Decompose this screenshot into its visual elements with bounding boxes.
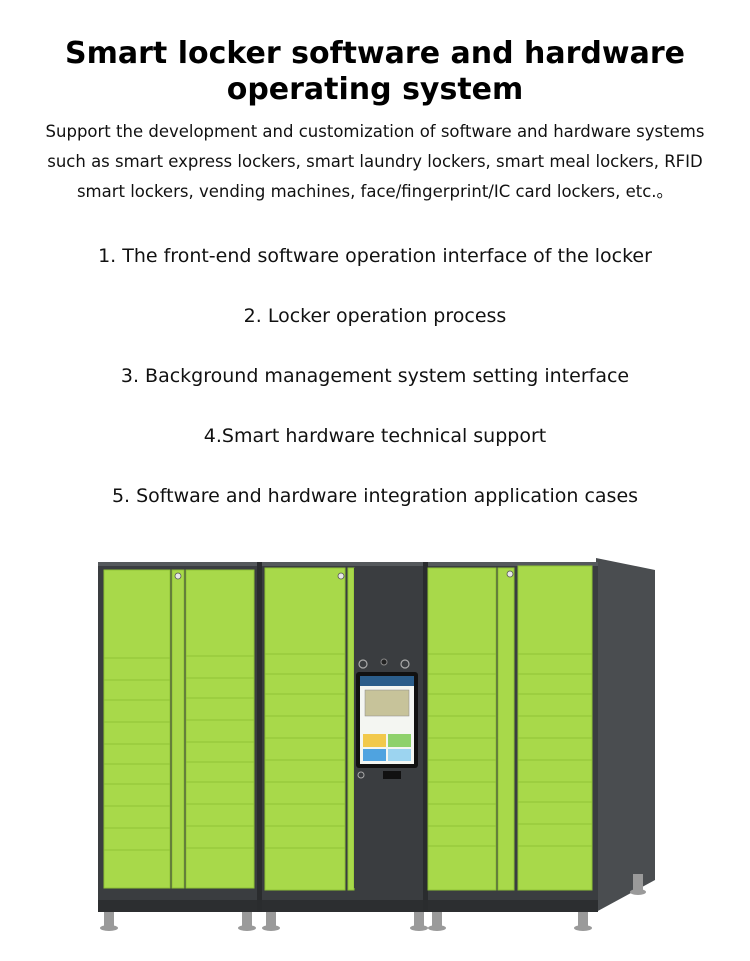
locker-door bbox=[517, 845, 593, 891]
card-reader bbox=[383, 771, 401, 779]
locker-door bbox=[517, 759, 593, 783]
lock-keyhole-icon bbox=[357, 771, 365, 779]
door-lock-icon bbox=[337, 572, 345, 580]
locker-door bbox=[517, 653, 593, 675]
locker-door bbox=[103, 699, 171, 723]
locker-door bbox=[427, 693, 497, 717]
locker-door bbox=[427, 781, 497, 805]
locker-door bbox=[185, 781, 255, 805]
locker-door bbox=[264, 781, 346, 805]
screen-tile-query bbox=[388, 749, 411, 761]
locker-door bbox=[264, 759, 346, 783]
locker-door bbox=[103, 657, 171, 681]
door-lock-icon bbox=[174, 572, 182, 580]
locker-door bbox=[103, 827, 171, 851]
locker-doors bbox=[103, 565, 593, 891]
locker-door bbox=[517, 801, 593, 825]
locker-door bbox=[264, 693, 346, 717]
locker-door bbox=[427, 845, 497, 891]
locker-separator-2 bbox=[423, 562, 428, 912]
locker-door bbox=[427, 673, 497, 695]
locker-door bbox=[517, 715, 593, 739]
title-line-1: Smart locker software and hardware bbox=[65, 36, 685, 71]
locker-side-panel bbox=[596, 558, 655, 912]
locker-door bbox=[103, 679, 171, 701]
locker-door bbox=[264, 653, 346, 675]
locker-door bbox=[185, 677, 255, 699]
locker-door bbox=[264, 803, 346, 827]
locker-door bbox=[517, 565, 593, 655]
locker-illustration bbox=[98, 558, 655, 931]
locker-door bbox=[264, 715, 346, 739]
feature-item-4: 4.Smart hardware technical support bbox=[203, 425, 547, 447]
subtitle-line-3: smart lockers, vending machines, face/fi… bbox=[76, 182, 674, 201]
locker-door bbox=[185, 569, 255, 657]
locker-door bbox=[517, 737, 593, 761]
locker-door bbox=[103, 743, 171, 765]
locker-door bbox=[264, 847, 346, 891]
locker-door bbox=[185, 847, 255, 889]
feature-item-5: 5. Software and hardware integration app… bbox=[111, 485, 639, 507]
locker-base bbox=[98, 900, 598, 912]
locker-door bbox=[264, 567, 346, 655]
locker-door bbox=[264, 673, 346, 695]
locker-door bbox=[497, 567, 515, 891]
locker-door bbox=[185, 719, 255, 743]
locker-screen-panel bbox=[354, 568, 420, 888]
subtitle-line-1: Support the development and customizatio… bbox=[45, 122, 705, 141]
locker-door bbox=[517, 673, 593, 695]
title-line-2: operating system bbox=[226, 72, 524, 107]
camera-icon bbox=[380, 658, 388, 666]
locker-door bbox=[103, 721, 171, 745]
locker-door bbox=[517, 823, 593, 847]
screen-tile-deliver bbox=[363, 734, 386, 747]
locker-door bbox=[264, 825, 346, 849]
locker-door bbox=[103, 569, 171, 659]
locker-door bbox=[517, 781, 593, 803]
locker-separator-1 bbox=[257, 562, 262, 912]
locker-door bbox=[427, 759, 497, 783]
locker-door bbox=[185, 697, 255, 721]
locker-door bbox=[427, 737, 497, 761]
locker-door bbox=[103, 763, 171, 785]
locker-door bbox=[185, 741, 255, 763]
locker-door bbox=[347, 567, 355, 891]
locker-door bbox=[264, 737, 346, 761]
page-title: Smart locker software and hardware opera… bbox=[0, 36, 750, 108]
subtitle-line-2: such as smart express lockers, smart lau… bbox=[47, 152, 703, 171]
locker-door bbox=[427, 803, 497, 827]
locker-door bbox=[517, 693, 593, 717]
smart-locker-image bbox=[0, 540, 750, 961]
locker-door bbox=[103, 849, 171, 889]
screen-tile-store bbox=[363, 749, 386, 761]
locker-door bbox=[185, 761, 255, 783]
locker-door bbox=[185, 803, 255, 827]
locker-door bbox=[427, 653, 497, 675]
feature-item-3: 3. Background management system setting … bbox=[120, 365, 630, 387]
speaker-left-icon bbox=[358, 659, 368, 669]
locker-door bbox=[185, 825, 255, 849]
locker-door bbox=[427, 567, 497, 655]
page-subtitle: Support the development and customizatio… bbox=[20, 117, 730, 207]
locker-door bbox=[103, 783, 171, 807]
locker-door bbox=[427, 825, 497, 847]
locker-door bbox=[103, 805, 171, 829]
locker-door bbox=[185, 655, 255, 679]
door-lock-icon bbox=[506, 570, 514, 578]
locker-door bbox=[427, 715, 497, 739]
locker-door bbox=[171, 569, 185, 889]
feature-item-2: 2. Locker operation process bbox=[243, 305, 507, 327]
locker-top-edge bbox=[98, 562, 598, 566]
feature-item-1: 1. The front-end software operation inte… bbox=[98, 245, 652, 267]
locker-feet bbox=[100, 874, 646, 931]
screen-tile-pickup bbox=[388, 734, 411, 747]
speaker-right-icon bbox=[400, 659, 410, 669]
